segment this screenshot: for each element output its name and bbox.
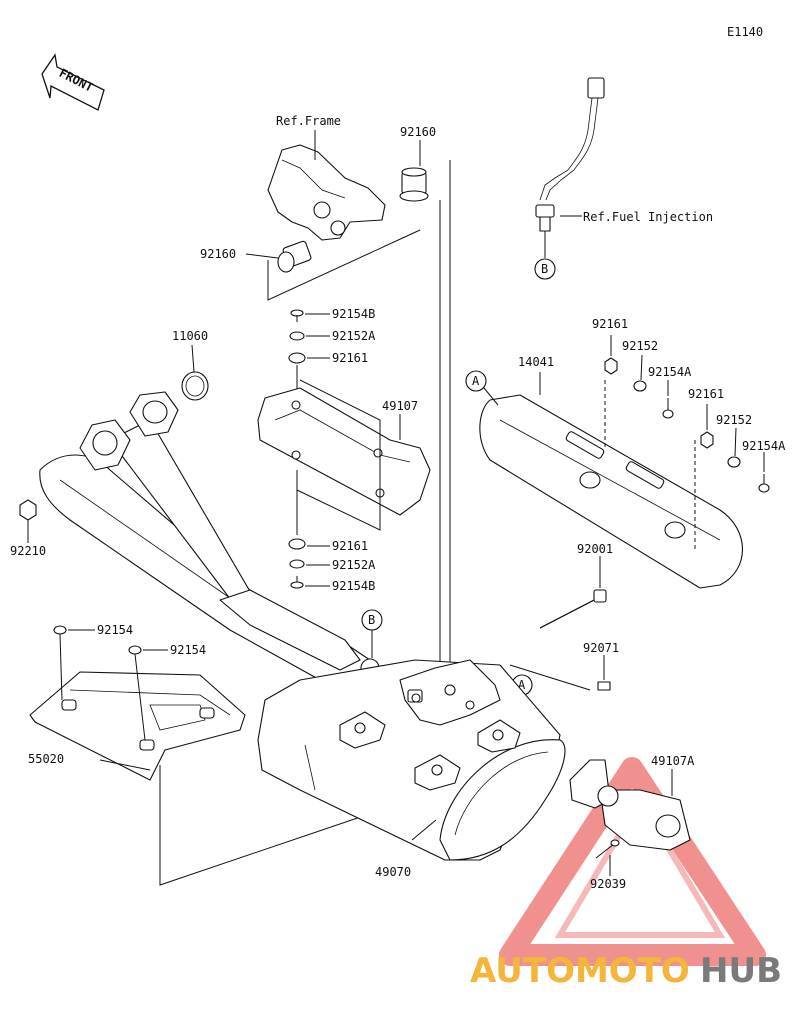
callout-a-upper: A	[465, 370, 499, 406]
callout-b-pipe: B	[361, 609, 383, 658]
part-49107: 49107	[382, 399, 418, 413]
collar-92161-top	[288, 352, 306, 364]
washer-92152-r1	[633, 380, 647, 392]
muffler-cover-14041	[479, 394, 743, 589]
callout-a-lower-label: A	[518, 678, 526, 692]
oxygen-sensor	[535, 77, 605, 240]
part-92154B-bottom: 92154B	[332, 579, 375, 593]
part-92154-a: 92154	[97, 623, 133, 637]
watermark-triangle-logo	[499, 757, 766, 966]
part-92154A-r2: 92154A	[742, 439, 786, 453]
callout-b-pipe-label: B	[368, 613, 375, 627]
nut-92210	[19, 499, 37, 521]
washer-92152A-top	[289, 331, 305, 341]
part-14041: 14041	[518, 355, 554, 369]
part-92161-r1: 92161	[592, 317, 628, 331]
washer-92152-r2	[727, 456, 741, 468]
callout-b-sensor-label: B	[541, 262, 548, 276]
ref-frame-label: Ref.Frame	[276, 114, 341, 128]
part-92160-top: 92160	[400, 125, 436, 139]
bolt-92154A-r1	[662, 398, 674, 419]
exhaust-header-pipe	[39, 391, 380, 691]
watermark-automotohub: AUTOMOTO HUB	[470, 951, 782, 991]
tailpipe-cover-49107A	[569, 759, 691, 851]
part-92152-r1: 92152	[622, 339, 658, 353]
part-92039: 92039	[590, 877, 626, 891]
nut-92071	[597, 681, 611, 691]
screw-92154-a	[53, 625, 67, 701]
part-49070: 49070	[375, 865, 411, 879]
part-92071: 92071	[583, 641, 619, 655]
watermark-hub: HUB	[700, 951, 782, 991]
bolt-92154A-r2	[758, 474, 770, 493]
part-92154A-r1: 92154A	[648, 365, 692, 379]
long-bolt-92001	[539, 589, 607, 629]
part-92210: 92210	[10, 544, 46, 558]
bolt-92154B-bottom	[290, 576, 304, 589]
collar-92161-bottom	[288, 538, 306, 550]
part-92152-r2: 92152	[716, 413, 752, 427]
callout-a-upper-label: A	[472, 374, 480, 388]
front-direction-arrow: FRONT	[41, 53, 105, 111]
part-92154-b: 92154	[170, 643, 206, 657]
part-92160-left: 92160	[200, 247, 236, 261]
part-55020: 55020	[28, 752, 64, 766]
part-92154B-top: 92154B	[332, 307, 375, 321]
frame-bracket	[267, 130, 386, 241]
rubber-damper-left	[277, 240, 312, 273]
washer-92152A-bottom	[289, 559, 305, 569]
part-92152A-bottom: 92152A	[332, 558, 376, 572]
collar-92161-r2	[700, 431, 714, 449]
muffler-49070	[257, 659, 566, 861]
part-92161-r2: 92161	[688, 387, 724, 401]
part-92161-bottom: 92161	[332, 539, 368, 553]
shield-leader	[159, 765, 441, 886]
screw-92039	[595, 839, 620, 859]
diagram-code: E1140	[727, 25, 763, 39]
rubber-damper-top	[399, 167, 429, 202]
lower-heat-shield-55020	[29, 671, 246, 781]
ref-fuel-injection-label: Ref.Fuel Injection	[583, 210, 713, 224]
part-92152A-top: 92152A	[332, 329, 376, 343]
part-92001: 92001	[577, 542, 613, 556]
part-92161-top: 92161	[332, 351, 368, 365]
callout-b-sensor: B	[534, 258, 556, 280]
collar-92161-r1	[604, 357, 618, 375]
frame-leader	[267, 229, 421, 301]
screw-92154-b	[128, 645, 146, 741]
bolt-92154B-top	[290, 309, 304, 322]
part-11060: 11060	[172, 329, 208, 343]
part-49107A: 49107A	[651, 754, 695, 768]
watermark-automoto: AUTOMOTO	[470, 951, 690, 991]
